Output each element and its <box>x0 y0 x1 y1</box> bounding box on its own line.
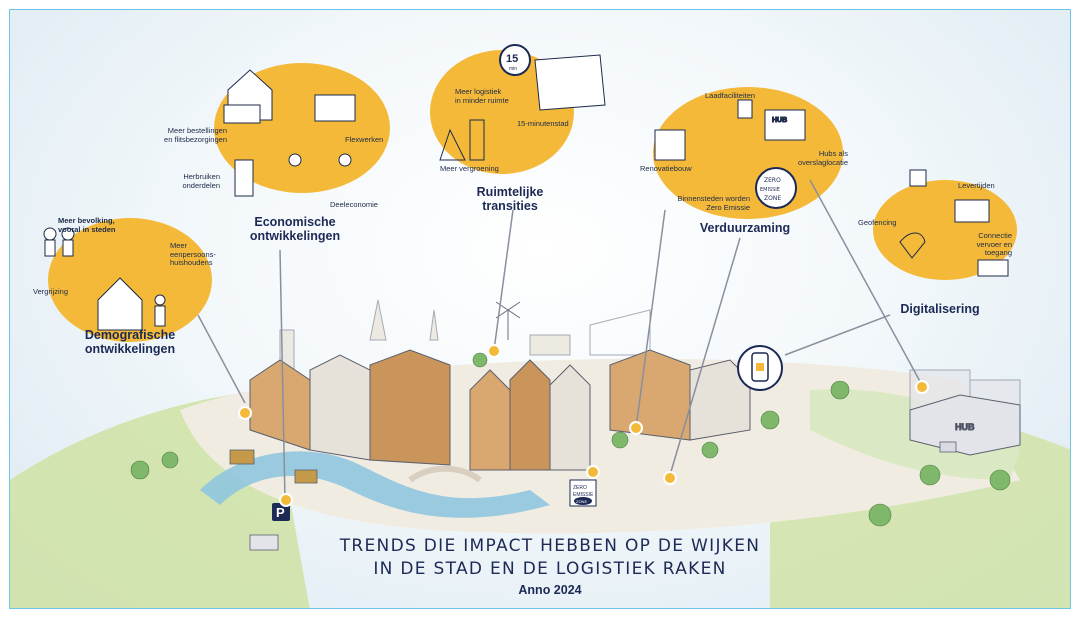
title-digitalisering: Digitalisering <box>900 302 980 316</box>
label-deeleconomie: Deeleconomie <box>330 200 378 209</box>
city-scene: HUB P <box>10 44 1070 608</box>
label-renovatiebouw: Renovatiebouw <box>640 164 692 173</box>
label-flexwerken: Flexwerken <box>345 135 384 144</box>
people-sketch-icon <box>43 227 166 331</box>
zero-emission-street-sign: ZERO EMISSIE ZONE <box>569 479 597 507</box>
hub-warehouse: HUB <box>909 394 1021 456</box>
svg-text:ZERO: ZERO <box>764 177 781 184</box>
digital-sketch-icon <box>899 169 1009 277</box>
svg-text:EMISSIE: EMISSIE <box>573 492 594 498</box>
label-vergrijzing: Vergrijzing <box>33 287 69 296</box>
label-meer-bevolking: Meer bevolking,vooral in steden <box>58 216 116 234</box>
canal <box>200 451 550 518</box>
label-laadfaciliteiten: Laadfaciliteiten <box>705 91 756 100</box>
svg-text:P: P <box>276 505 285 520</box>
delivery-vans <box>229 441 957 551</box>
blob-demografisch <box>48 218 212 342</box>
zero-emission-zone-icon: ZERO EMISSIE ZONE <box>755 167 797 209</box>
map-sketch-icon <box>439 54 606 161</box>
svg-text:EMISSIE: EMISSIE <box>760 187 780 193</box>
label-levertijden: Levertijden <box>958 181 995 190</box>
svg-text:15: 15 <box>506 53 518 65</box>
trees <box>130 352 1011 527</box>
illustration-frame: HUB P <box>9 9 1071 609</box>
label-geofencing: Geofencing <box>858 218 897 227</box>
main-title-line1: TRENDS DIE IMPACT HEBBEN OP DE WIJKEN <box>339 536 761 556</box>
house-sketch-icon <box>223 69 356 197</box>
leader-lines <box>197 179 923 501</box>
subtitle-year: Anno 2024 <box>518 583 582 597</box>
label-15-minutenstad: 15-minutenstad <box>517 119 569 128</box>
smartphone-sign <box>737 345 783 391</box>
hub-building-icon: HUB <box>654 99 806 161</box>
clock-icon: 15 min <box>499 44 531 76</box>
main-buildings <box>249 349 751 471</box>
svg-text:ZERO: ZERO <box>573 485 587 491</box>
svg-text:HUB: HUB <box>772 117 787 124</box>
svg-text:ZONE: ZONE <box>576 499 587 504</box>
canal-bridge <box>408 465 482 483</box>
svg-text:min: min <box>509 66 517 72</box>
callout-dots <box>238 344 929 507</box>
svg-text:HUB: HUB <box>955 422 975 432</box>
main-title-line2: IN DE STAD EN DE LOGISTIEK RAKEN <box>373 559 727 579</box>
svg-text:ZONE: ZONE <box>764 195 781 202</box>
title-verduurzaming: Verduurzaming <box>699 221 791 235</box>
parking-sign: P <box>272 503 290 521</box>
label-meer-vergroening: Meer vergroening <box>440 164 499 173</box>
